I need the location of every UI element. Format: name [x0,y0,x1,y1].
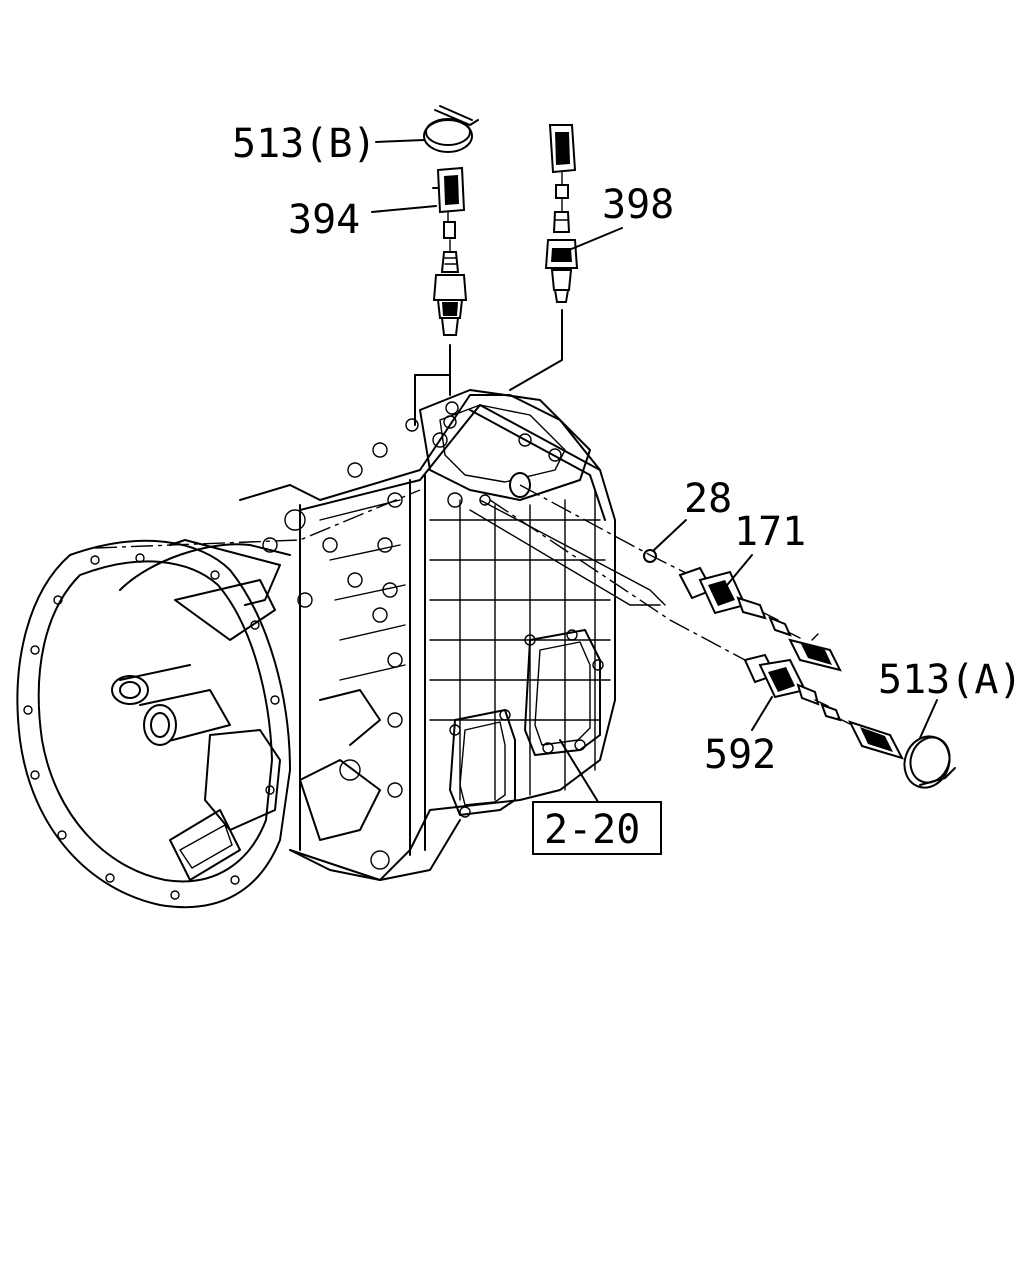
oring-28 [643,549,657,563]
input-shaft [111,664,231,746]
callout-592: 592 [704,732,776,778]
callout-28: 28 [684,476,732,522]
callout-171: 171 [734,509,806,555]
callout-leaders [371,139,938,806]
callout-513b: 513(B) [232,121,377,167]
switch-592 [743,653,904,760]
callout-398: 398 [602,182,674,228]
sensor-398 [544,124,579,303]
cover-plates [449,629,604,818]
reference-box: 2-20 [532,801,662,855]
callout-394: 394 [288,197,360,243]
transmission-case [16,389,616,909]
switch-171 [678,566,842,672]
clamp-513b [423,105,479,153]
leader-lines [414,309,746,661]
callout-513a: 513(A) [878,657,1023,703]
clamp-513a [903,735,956,789]
sensor-394 [432,166,468,336]
reference-label: 2-20 [544,807,640,853]
case-ribs [429,489,611,801]
